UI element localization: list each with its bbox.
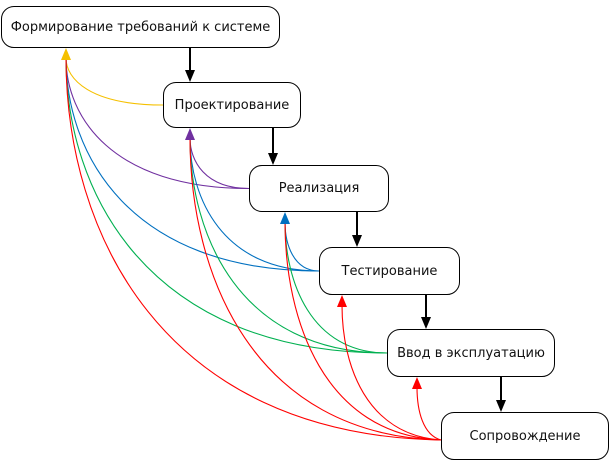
stage-label: Проектирование (174, 97, 290, 113)
feedback-edge (189, 137, 320, 272)
arrowhead-icon (268, 153, 278, 165)
arrowhead-icon (61, 48, 71, 60)
feedback-edge (189, 137, 250, 190)
arrowhead-icon (496, 400, 506, 412)
feedback-edge (284, 221, 320, 272)
feedback-edge (284, 221, 388, 354)
arrowhead-icon (352, 235, 362, 247)
stage-implementation[interactable]: Реализация (249, 165, 389, 212)
stage-label: Формирование требований к системе (10, 19, 271, 35)
feedback-edges (61, 48, 442, 441)
arrowhead-icon (185, 128, 195, 140)
stage-requirements[interactable]: Формирование требований к системе (1, 6, 280, 48)
feedback-edge (189, 137, 388, 354)
feedback-edge (65, 57, 320, 272)
feedback-edge (65, 57, 250, 190)
stage-label: Реализация (278, 181, 360, 196)
feedback-edge (284, 221, 442, 441)
stage-label: Тестирование (341, 263, 438, 279)
feedback-edge (416, 386, 442, 441)
feedback-edge (65, 57, 164, 106)
stage-testing[interactable]: Тестирование (319, 247, 460, 295)
stage-label: Сопровождение (469, 428, 581, 444)
stage-support[interactable]: Сопровождение (441, 412, 609, 460)
feedback-edge (65, 57, 442, 441)
arrowhead-icon (421, 317, 431, 329)
feedback-edge (341, 304, 442, 441)
forward-edges (185, 48, 506, 412)
arrowhead-icon (280, 212, 290, 224)
feedback-edge (65, 57, 388, 354)
arrowhead-icon (185, 70, 195, 82)
stage-label: Ввод в эксплуатацию (397, 345, 545, 361)
feedback-edge (189, 137, 442, 441)
arrowhead-icon (412, 377, 422, 389)
stage-deployment[interactable]: Ввод в эксплуатацию (387, 329, 555, 377)
arrowhead-icon (337, 295, 347, 307)
stage-design[interactable]: Проектирование (163, 82, 301, 128)
